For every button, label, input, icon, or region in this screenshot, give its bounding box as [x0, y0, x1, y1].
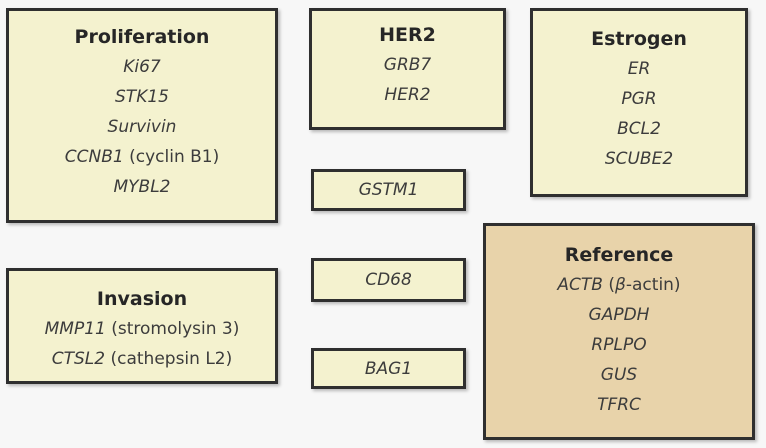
gene-item-mybl2: MYBL2 — [65, 172, 219, 202]
her2-title: HER2 — [379, 24, 436, 46]
gene-name: BCL2 — [617, 118, 661, 139]
reference-title: Reference — [564, 243, 674, 266]
gene-item-survivin: Survivin — [65, 112, 219, 142]
gene-item-bcl2: BCL2 — [605, 114, 673, 144]
gene-item-ki67: Ki67 — [65, 52, 219, 82]
gene-item-gapdh: GAPDH — [557, 300, 680, 330]
invasion-title: Invasion — [96, 288, 188, 310]
her2-gene-list: GRB7 HER2 — [384, 50, 431, 110]
gene-name: ACTB — [557, 274, 603, 295]
gene-item-gus: GUS — [557, 360, 680, 390]
invasion-gene-list: MMP11 (stromolysin 3) CTSL2 (cathepsin L… — [45, 314, 240, 374]
estrogen-gene-list: ER PGR BCL2 SCUBE2 — [605, 54, 673, 174]
gene-name: RPLPO — [591, 334, 647, 355]
gene-name: PGR — [621, 88, 657, 109]
invasion-group-box: Invasion MMP11 (stromolysin 3) CTSL2 (ca… — [6, 268, 278, 384]
gene-item-rplpo: RPLPO — [557, 330, 680, 360]
gene-item-her2: HER2 — [384, 80, 431, 110]
gene-name: Ki67 — [123, 56, 161, 77]
gene-item-ctsl2: CTSL2 (cathepsin L2) — [45, 344, 240, 374]
gene-note: (cyclin B1) — [123, 146, 220, 167]
gene-name: MYBL2 — [113, 176, 171, 197]
gene-name: BAG1 — [364, 358, 413, 379]
reference-gene-list: ACTB (β-actin) GAPDH RPLPO GUS TFRC — [557, 270, 680, 420]
gene-name: Survivin — [107, 116, 177, 137]
proliferation-title: Proliferation — [74, 25, 210, 48]
gene-note: (stromolysin 3) — [105, 319, 240, 339]
proliferation-gene-list: Ki67 STK15 Survivin CCNB1 (cyclin B1) MY… — [65, 52, 219, 202]
reference-group-box: Reference ACTB (β-actin) GAPDH RPLPO GUS… — [483, 223, 755, 440]
gene-name: STK15 — [115, 86, 169, 107]
gene-name: CD68 — [365, 270, 412, 290]
gene-item-stk15: STK15 — [65, 82, 219, 112]
her2-group-box: HER2 GRB7 HER2 — [309, 8, 506, 130]
gene-name: GSTM1 — [358, 180, 419, 200]
estrogen-group-box: Estrogen ER PGR BCL2 SCUBE2 — [530, 8, 748, 197]
gene-item-cd68: CD68 — [365, 268, 412, 292]
gene-name: CTSL2 — [51, 349, 106, 369]
gene-name: ER — [627, 58, 651, 79]
gene-name: HER2 — [384, 85, 431, 105]
gene-name: TFRC — [597, 394, 641, 415]
gene-item-bag1: BAG1 — [365, 357, 412, 381]
proliferation-group-box: Proliferation Ki67 STK15 Survivin CCNB1 … — [6, 8, 278, 223]
gene-item-gstm1: GSTM1 — [359, 178, 419, 202]
gene-name: CCNB1 — [64, 146, 124, 167]
cd68-gene-box: CD68 — [311, 258, 466, 302]
gene-item-er: ER — [605, 54, 673, 84]
gene-name: MMP11 — [44, 319, 106, 339]
gene-note: -actin) — [625, 274, 681, 295]
gene-item-actb: ACTB (β-actin) — [557, 270, 680, 300]
gene-item-mmp11: MMP11 (stromolysin 3) — [45, 314, 240, 344]
beta-symbol: β — [615, 274, 626, 295]
gene-note: (cathepsin L2) — [105, 349, 233, 369]
gene-item-scube2: SCUBE2 — [605, 144, 673, 174]
gene-name: SCUBE2 — [604, 148, 674, 169]
gstm1-gene-box: GSTM1 — [311, 169, 466, 211]
gene-name: GRB7 — [383, 55, 432, 75]
gene-item-tfrc: TFRC — [557, 390, 680, 420]
bag1-gene-box: BAG1 — [311, 348, 466, 389]
gene-item-pgr: PGR — [605, 84, 673, 114]
gene-item-ccnb1: CCNB1 (cyclin B1) — [65, 142, 219, 172]
gene-name: GAPDH — [588, 304, 650, 325]
gene-name: GUS — [600, 364, 638, 385]
gene-item-grb7: GRB7 — [384, 50, 431, 80]
estrogen-title: Estrogen — [591, 27, 687, 50]
gene-note-prefix: ( — [602, 274, 616, 295]
